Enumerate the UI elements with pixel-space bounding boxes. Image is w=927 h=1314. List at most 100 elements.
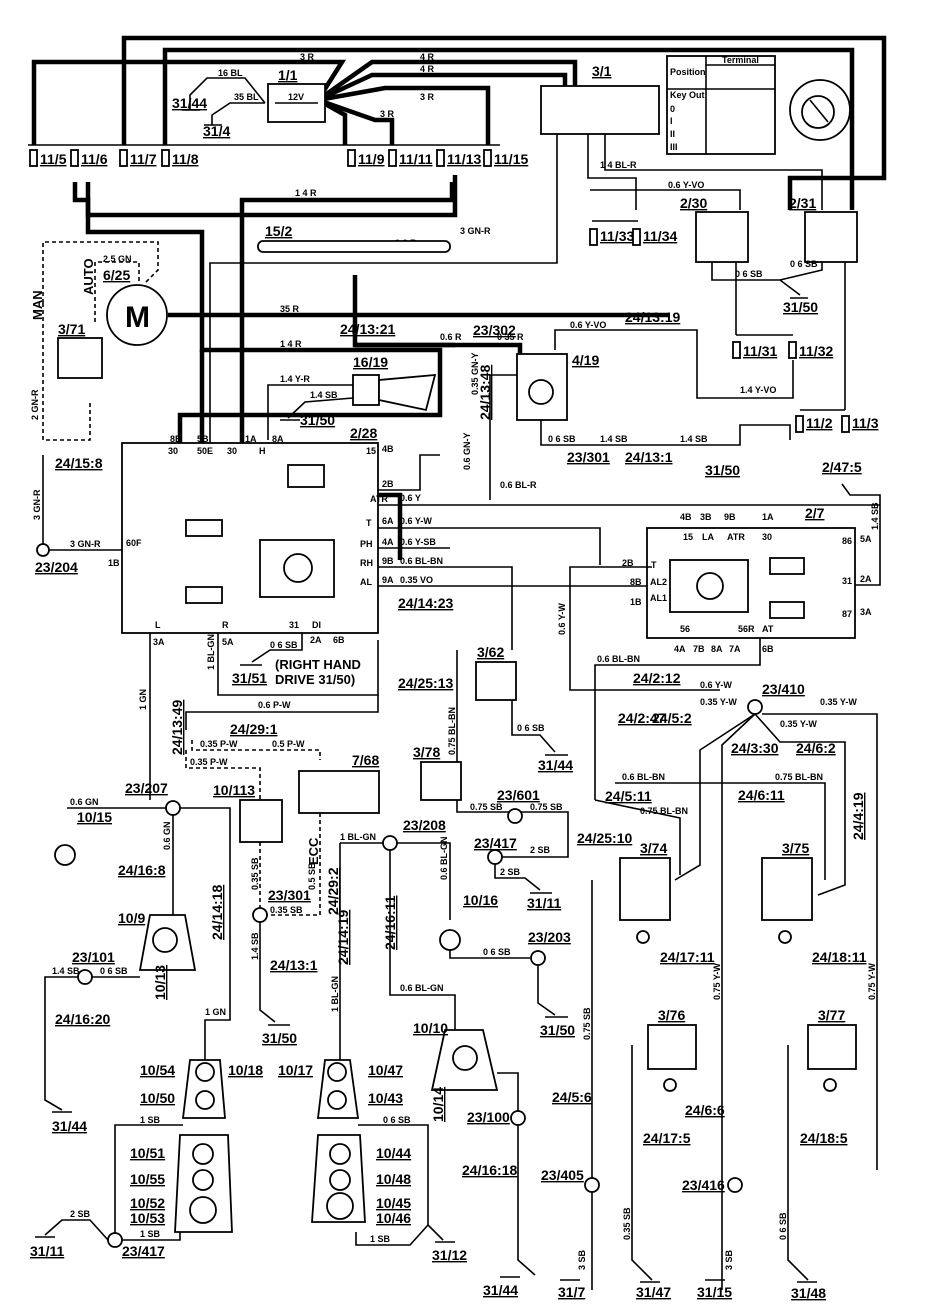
lamp-label: 10/50 [140, 1090, 175, 1106]
pin-label: RH [360, 558, 373, 568]
bottom-grounds: 31/7 31/47 31/15 31/48 3 SB 3 SB 0.35 SB… [558, 963, 877, 1301]
lamp-icon [195, 1090, 215, 1110]
switch-label: 3/78 [413, 744, 440, 760]
lamp-label: 10/10 [413, 1020, 448, 1036]
pin-label: 6B [762, 644, 774, 654]
fuse-label: 11/7 [130, 151, 157, 167]
pin-label: R [222, 620, 229, 630]
wire-label: 1 GN [205, 1007, 226, 1017]
fuse-label: 11/32 [799, 343, 833, 359]
lamp-label: 10/54 [140, 1062, 175, 1078]
connector-label: 2/47:5 [822, 459, 862, 475]
relay-2-31 [804, 211, 858, 263]
rhd-note: DRIVE 31/50) [275, 672, 355, 687]
connector-label: 24/13:48 [477, 365, 493, 420]
splice-label: 23/207 [125, 780, 168, 796]
switch-label: 3/62 [477, 644, 504, 660]
wire-label: 1 BL-GN [206, 634, 216, 670]
splice-23-405 [584, 1177, 600, 1193]
lamp-label: 10/51 [130, 1145, 165, 1161]
connector-label: 24/5:2 [652, 710, 692, 726]
lamp-label: 10/47 [368, 1062, 403, 1078]
wire-label: 1.4 SB [310, 390, 338, 400]
fuse-label: 11/2 [806, 415, 833, 431]
relay-label: 2/31 [789, 195, 816, 211]
wire-label: 1 SB [140, 1229, 161, 1239]
lamp-label: 10/53 [130, 1210, 165, 1226]
position-iii: III [670, 142, 678, 152]
pin-label: 4B [382, 444, 394, 454]
fuse-label: 11/13 [447, 151, 481, 167]
fuse-label: 11/6 [81, 151, 108, 167]
wire-label: 1 4 BL-R [600, 160, 637, 170]
pin-label: 2B [382, 479, 394, 489]
wire-label: 3 R [300, 52, 315, 62]
pin-label: 8A [711, 644, 723, 654]
wire-label: 3 SB [724, 1249, 734, 1270]
wire-label: 0.6 Y [400, 493, 421, 503]
connector-label: 24/6:11 [738, 787, 785, 803]
pin-label: AL1 [650, 593, 667, 603]
fuse-11-15: 11/15 [483, 149, 528, 167]
pin-label: H [259, 446, 266, 456]
splice-label: 23/601 [497, 787, 540, 803]
ground-31-50-module: 31/50 [705, 462, 740, 478]
fuse-label: 11/15 [494, 151, 528, 167]
wire-label: 2 SB [500, 867, 521, 877]
lamp-icon [192, 1169, 214, 1191]
lamp-label: 10/9 [118, 910, 145, 926]
pin-label: 2A [860, 574, 872, 584]
lamp-icon [439, 929, 461, 951]
pin-label: 31 [289, 620, 299, 630]
pin-label: 5A [222, 637, 234, 647]
switch-3-71 [57, 337, 103, 379]
wire-label: 2 GN-R [30, 389, 40, 420]
ground-31-11-bottom: 31/11 [30, 1243, 64, 1259]
connector-label: 24/16:8 [118, 862, 166, 878]
pin-label: 6B [333, 635, 345, 645]
pin-label: 15 [366, 446, 376, 456]
wire-label: 0.6 P-W [258, 700, 291, 710]
lamp-icon [326, 1192, 354, 1220]
splice-23-204 [36, 543, 50, 557]
fuse-11-2 [795, 415, 804, 433]
connector-label: 24/15:8 [55, 455, 103, 471]
wire-label: 1.4 Y-VO [740, 385, 776, 395]
ground-31-15: 31/15 [697, 1284, 732, 1300]
switch-label: 3/76 [658, 1007, 685, 1023]
connector-label: 24/16:20 [55, 1011, 110, 1027]
lamp-icon [663, 1078, 677, 1092]
splice-23-417 [487, 849, 503, 865]
connector-label: 24/14:19 [335, 910, 351, 965]
wire-label: 3 R [380, 109, 395, 119]
fuse-label: 11/34 [643, 228, 677, 244]
wire-label: 35 R [280, 304, 300, 314]
splice-23-410 [747, 699, 763, 715]
lamp-label: 10/48 [376, 1171, 411, 1187]
wire-label: 0.6 Y-W [400, 516, 432, 526]
wire-label: 0.6 Y-VO [570, 320, 606, 330]
wire-label: 1.4 SB [680, 434, 708, 444]
pin-label: 1B [630, 597, 642, 607]
connector-label: 24/29:2 [325, 867, 341, 915]
wire-label: 3 GN-R [460, 226, 491, 236]
fuse-11-13: 11/13 [436, 149, 481, 167]
pin-label: 30 [762, 532, 772, 542]
wire-label: 35 BL [234, 92, 259, 102]
lamp-icon [329, 1169, 351, 1191]
wire-label: 3 R [420, 92, 435, 102]
connector-label: 24/3:30 [731, 740, 779, 756]
pin-label: 9B [382, 556, 394, 566]
wire-label: 3 GN-R [70, 539, 101, 549]
wire-label: 0.75 SB [582, 1007, 592, 1040]
switch-3-75 [761, 857, 813, 921]
wire-label: 0 35 R [497, 332, 524, 342]
fuse-label: 11/9 [358, 151, 385, 167]
wire-label: 0.6 BL-BN [400, 556, 443, 566]
switch-3-77 [807, 1024, 857, 1070]
lamp-icon [189, 1196, 217, 1224]
lamp-label: 10/18 [228, 1062, 263, 1078]
lamp-label: 10/45 [376, 1195, 411, 1211]
wire-label: 0.6 GN [162, 821, 172, 850]
